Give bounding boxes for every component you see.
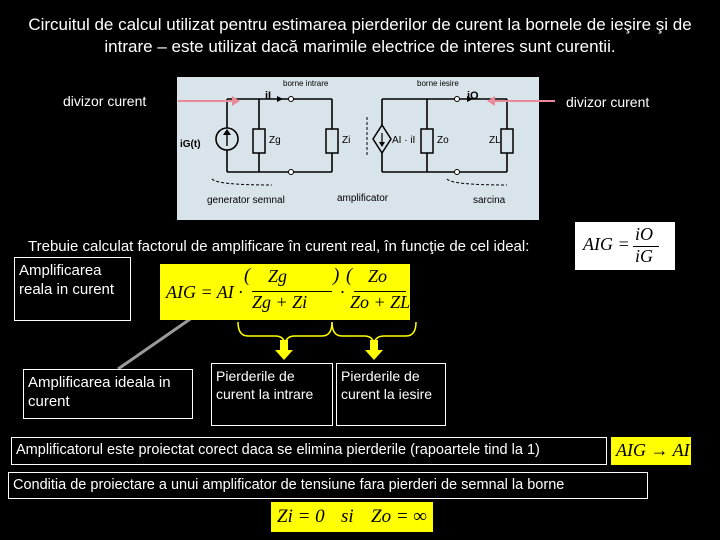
- sarcina-label: sarcina: [473, 195, 506, 206]
- source-label: iG(t): [180, 139, 201, 150]
- zo-label: Zo: [437, 135, 449, 146]
- borne-iesire-label: borne iesire: [417, 79, 459, 88]
- zl-label: ZL: [489, 135, 501, 146]
- controlled-label: AI · iI: [392, 135, 415, 146]
- zi-resistor: [325, 128, 339, 154]
- aig-num: iO: [635, 224, 653, 244]
- zg-resistor: [252, 128, 266, 154]
- main-formula: AIG = AI · ( Zg Zg + Zi ) · ( Zo Zo + ZL: [160, 264, 410, 320]
- trebuie-text: Trebuie calculat factorul de amplificare…: [28, 238, 530, 255]
- aig-definition: AIG = iO iG: [575, 222, 675, 270]
- pierderi-iesire-box: Pierderile de curent la iesire: [336, 363, 446, 426]
- io-label: iO: [467, 90, 479, 102]
- main-lhs: AIG = AI ·: [166, 282, 243, 302]
- zo-resistor: [420, 128, 434, 154]
- limit-text: AIG → AI: [616, 440, 690, 460]
- proiectat-box: Amplificatorul este proiectat corect dac…: [11, 437, 607, 465]
- condition-formula: Zi = 0 si Zo = ∞: [271, 502, 433, 532]
- generator-label: generator semnal: [207, 195, 285, 206]
- zg-label: Zg: [269, 135, 281, 146]
- zl-resistor: [500, 128, 514, 154]
- si-text: si: [341, 506, 354, 527]
- ii-label: iI: [265, 90, 271, 102]
- zo-cond: Zo = ∞: [371, 506, 427, 527]
- zi-cond: Zi = 0: [277, 506, 325, 527]
- amp-reala-box: Amplificarea reala in curent: [14, 257, 131, 321]
- aig-den: iG: [635, 246, 653, 266]
- f2-num: Zo: [368, 266, 388, 286]
- f1-den: Zg + Zi: [252, 292, 308, 312]
- aig-lhs: AIG =: [583, 234, 630, 254]
- limit-formula: AIG → AI: [611, 437, 691, 465]
- amp-ideala-box: Amplificarea ideala in curent: [23, 369, 193, 419]
- circuit-diagram: iI borne intrare borne iesire iO iG(t) Z…: [177, 77, 539, 220]
- conditia-box: Conditia de proiectare a unui amplificat…: [8, 472, 648, 499]
- borne-intrare-label: borne intrare: [283, 79, 329, 88]
- divizor-right-label: divizor curent: [566, 94, 650, 110]
- zi-label: Zi: [342, 135, 350, 146]
- f2-den: Zo + ZL: [350, 292, 411, 312]
- divizor-left-label: divizor curent: [63, 93, 147, 109]
- slide-title: Circuitul de calcul utilizat pentru esti…: [28, 15, 692, 56]
- circuit-svg: iI borne intrare borne iesire iO iG(t) Z…: [180, 79, 514, 206]
- f1-num: Zg: [268, 266, 288, 286]
- pierderi-intrare-box: Pierderile de curent la intrare: [211, 363, 333, 426]
- amplificator-label: amplificator: [337, 193, 389, 204]
